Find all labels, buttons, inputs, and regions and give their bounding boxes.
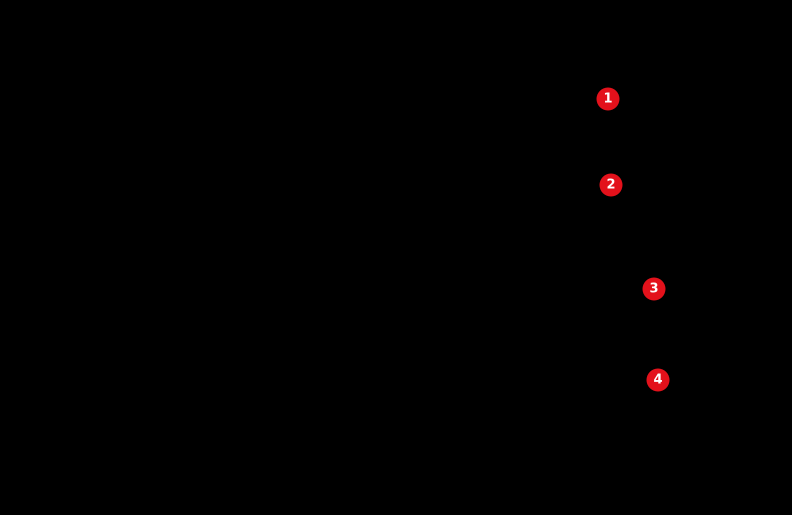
callout-marker-1-label: 1 [603,91,613,107]
callout-marker-2-label: 2 [606,177,616,193]
callout-marker-1: 1 [596,87,620,111]
callout-marker-4-label: 4 [653,372,663,388]
callout-marker-3: 3 [642,277,666,301]
callout-marker-2: 2 [599,173,623,197]
callout-marker-3-label: 3 [649,281,659,297]
callout-marker-4: 4 [646,368,670,392]
